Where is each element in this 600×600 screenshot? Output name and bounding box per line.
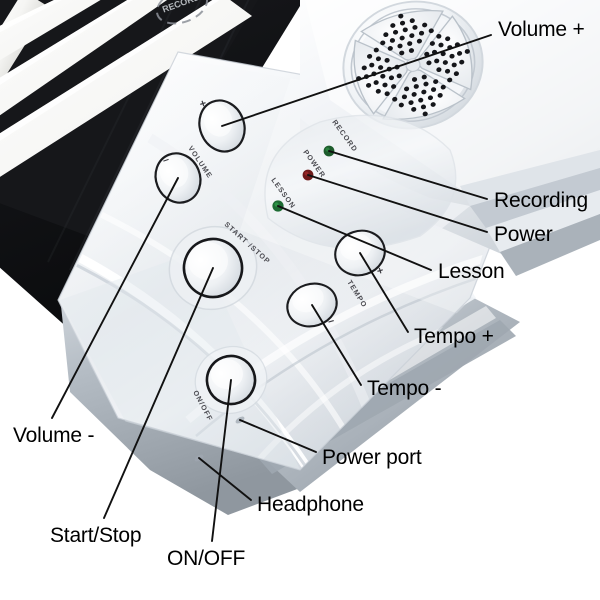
- callout-volume-plus: Volume +: [498, 18, 585, 41]
- callout-tempo-minus: Tempo -: [367, 377, 442, 400]
- callout-power-port: Power port: [322, 446, 422, 469]
- tempo-minus-symbol: –: [327, 315, 336, 328]
- leader-volume-plus: [221, 34, 492, 127]
- speaker-petal: [417, 15, 473, 91]
- leader-tempo-plus: [359, 252, 409, 333]
- speaker-petal: [353, 39, 409, 115]
- volume-minus-symbol: –: [161, 154, 171, 167]
- leader-volume-minus: [51, 177, 179, 419]
- callout-on-off: ON/OFF: [167, 547, 246, 570]
- white-key: [0, 0, 168, 116]
- leader-lesson: [277, 205, 432, 271]
- callout-lesson: Lesson: [438, 260, 505, 283]
- leader-power-port: [239, 419, 317, 453]
- callout-tempo-plus: Tempo +: [414, 325, 494, 348]
- leader-headphone: [198, 457, 252, 501]
- callout-recording: Recording: [494, 189, 588, 212]
- speaker-grille: [342, 0, 484, 130]
- leader-recording: [328, 150, 488, 200]
- leader-tempo-minus: [311, 304, 362, 386]
- tempo-plus-symbol: +: [376, 265, 385, 278]
- speaker-petal: [360, 10, 444, 61]
- callout-start-stop: Start/Stop: [50, 524, 142, 547]
- volume-plus-symbol: +: [198, 97, 208, 110]
- callout-power: Power: [494, 223, 553, 246]
- callout-headphone: Headphone: [257, 493, 364, 516]
- leader-start-stop: [103, 267, 214, 519]
- white-key: [0, 0, 252, 177]
- leader-power: [307, 174, 488, 233]
- callout-volume-minus: Volume -: [13, 424, 95, 447]
- keyboard-white-keys: [0, 0, 252, 218]
- leader-on-off: [211, 379, 232, 542]
- control-buttons: [154, 99, 386, 406]
- speaker-petal: [382, 69, 466, 120]
